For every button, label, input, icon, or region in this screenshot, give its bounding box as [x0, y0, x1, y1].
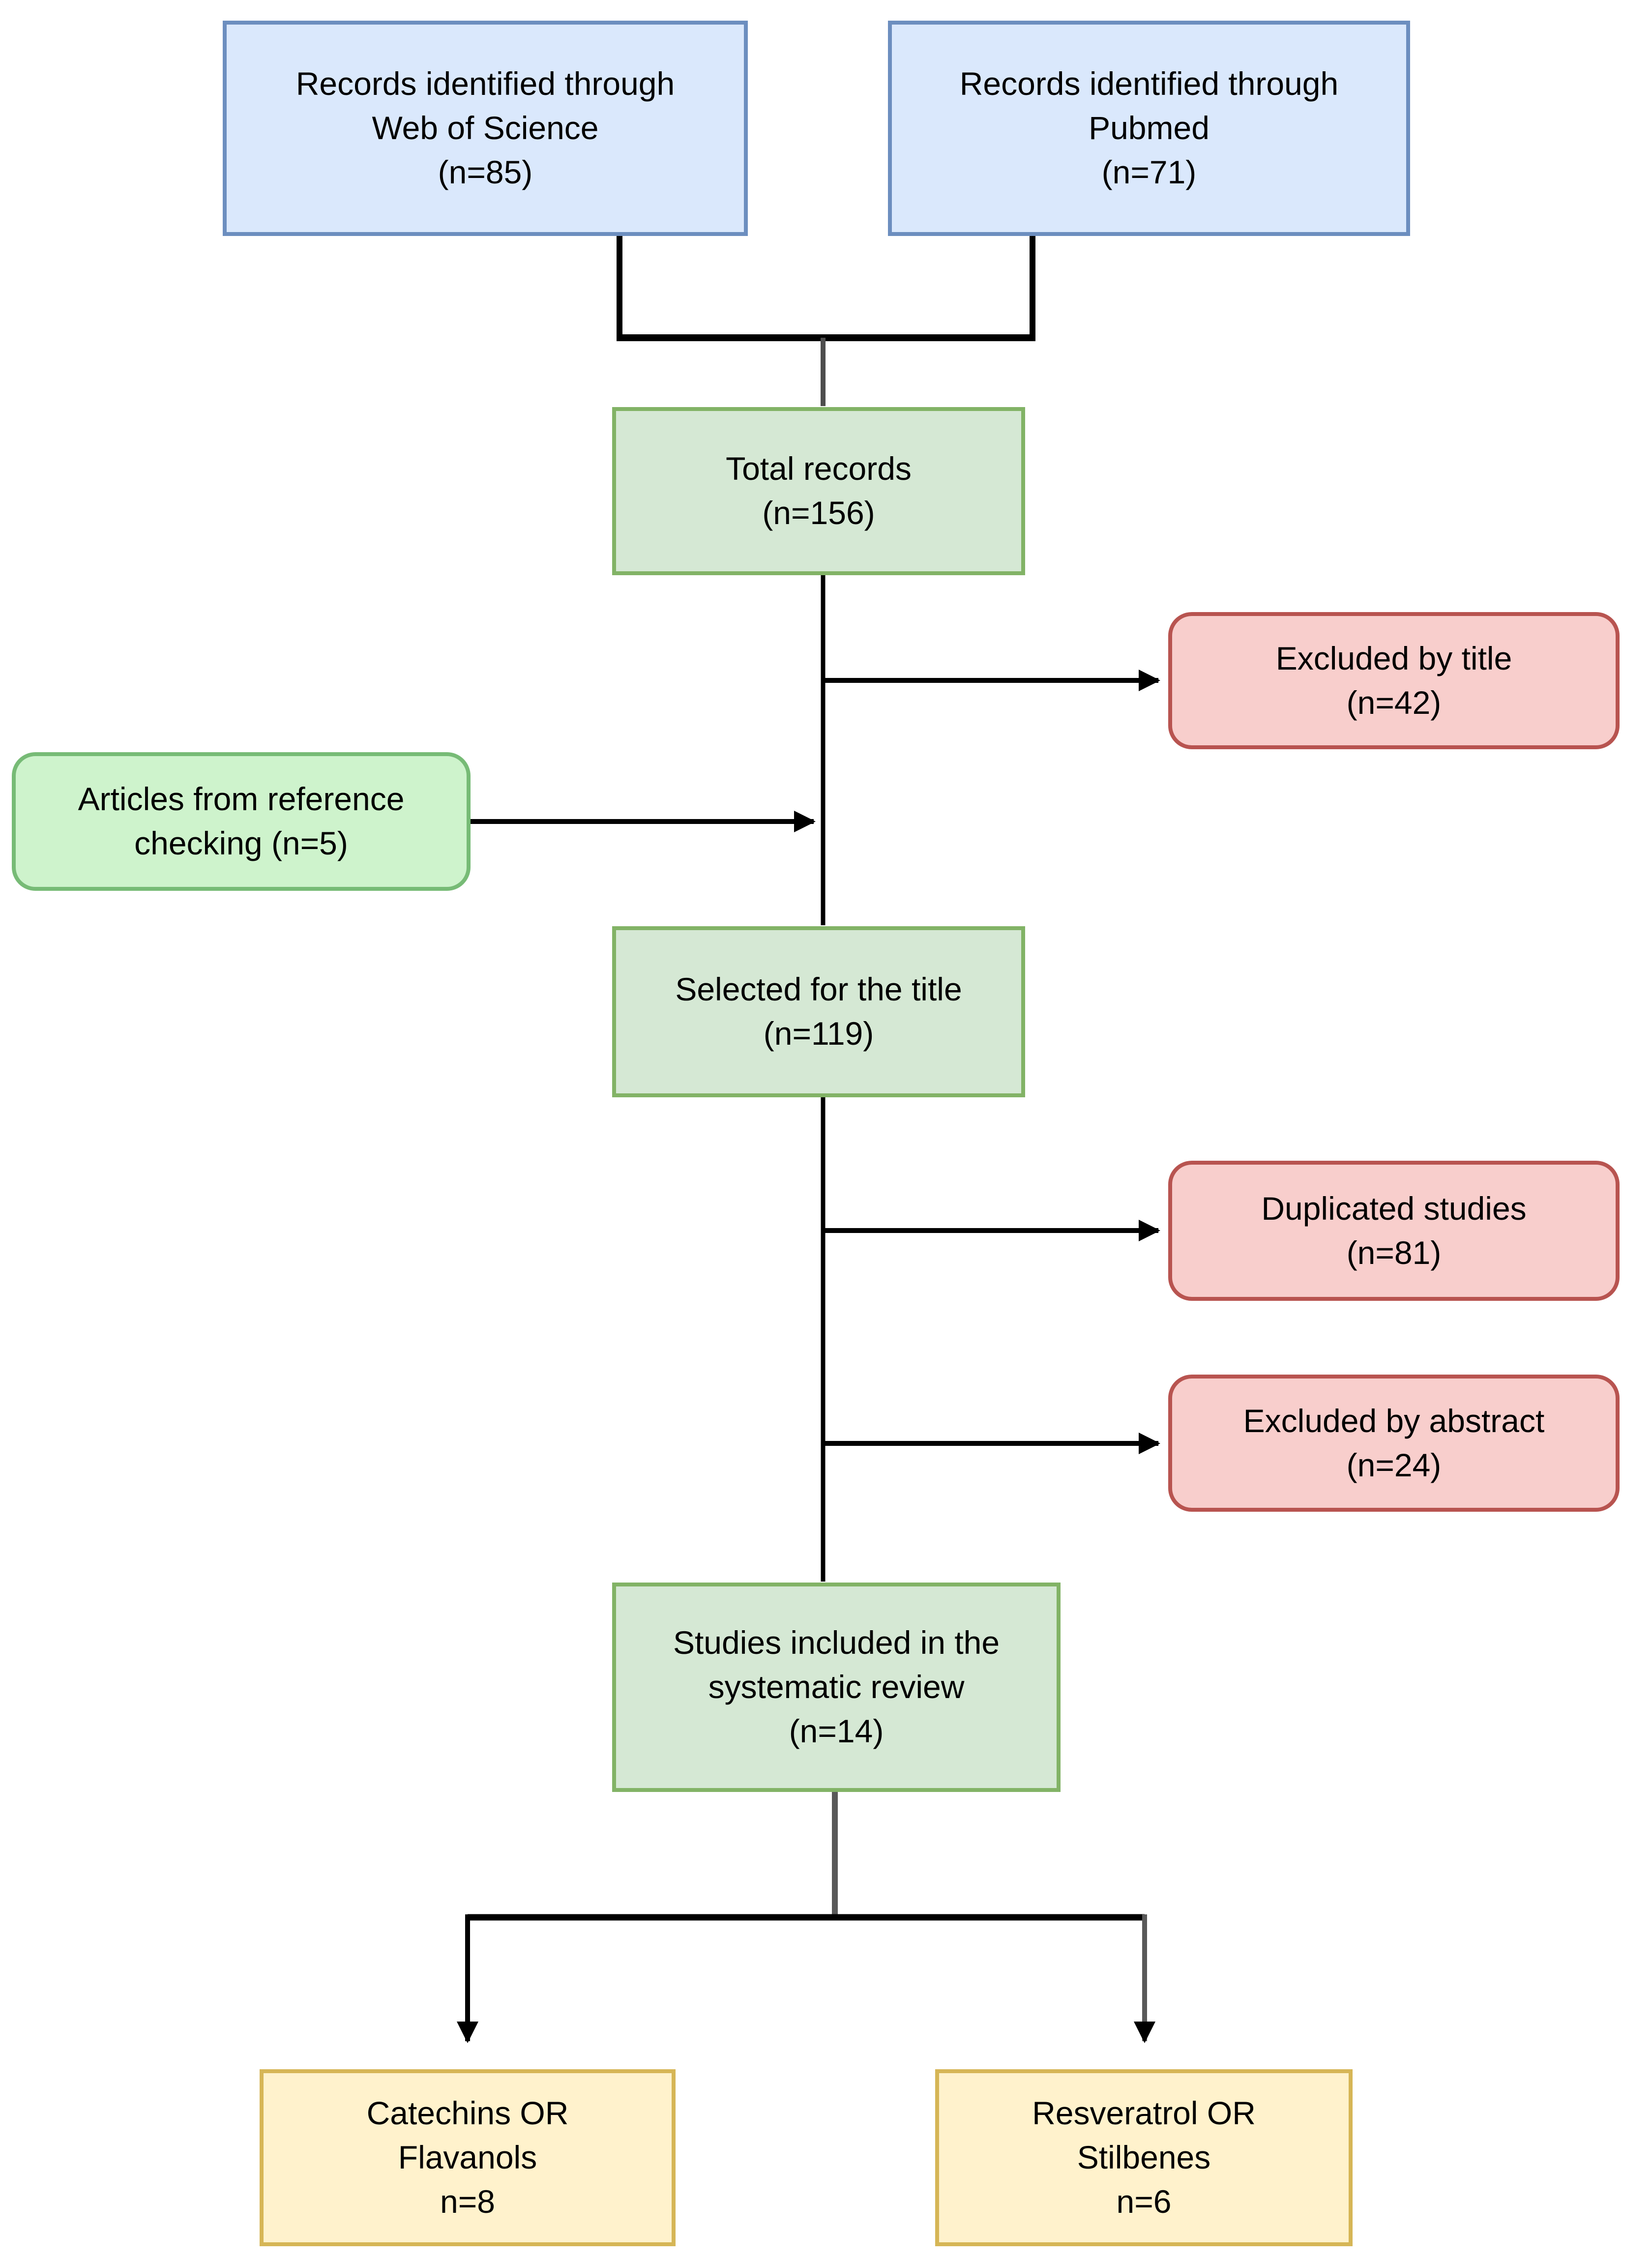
node-resveratrol-stilbenes: Resveratrol OR Stilbenes n=6 [935, 2069, 1353, 2246]
node-articles-reference-checking-label: Articles from reference checking (n=5) [78, 781, 405, 861]
node-excluded-by-abstract: Excluded by abstract (n=24) [1168, 1375, 1620, 1512]
node-selected-for-title: Selected for the title (n=119) [612, 926, 1025, 1097]
node-duplicated-studies: Duplicated studies (n=81) [1168, 1161, 1620, 1301]
node-catechins-flavanols: Catechins OR Flavanols n=8 [260, 2069, 676, 2246]
node-records-pubmed: Records identified through Pubmed (n=71) [888, 21, 1410, 236]
node-resveratrol-stilbenes-label: Resveratrol OR Stilbenes n=6 [1032, 2095, 1256, 2220]
node-records-web-of-science: Records identified through Web of Scienc… [223, 21, 748, 236]
node-records-web-of-science-label: Records identified through Web of Scienc… [295, 65, 675, 190]
node-excluded-by-title: Excluded by title (n=42) [1168, 612, 1620, 749]
node-records-pubmed-label: Records identified through Pubmed (n=71) [959, 65, 1339, 190]
node-catechins-flavanols-label: Catechins OR Flavanols n=8 [366, 2095, 569, 2220]
node-excluded-by-abstract-label: Excluded by abstract (n=24) [1243, 1402, 1545, 1483]
node-total-records-label: Total records (n=156) [726, 450, 912, 531]
node-total-records: Total records (n=156) [612, 407, 1025, 575]
node-selected-for-title-label: Selected for the title (n=119) [675, 971, 962, 1052]
node-duplicated-studies-label: Duplicated studies (n=81) [1261, 1190, 1527, 1271]
node-excluded-by-title-label: Excluded by title (n=42) [1275, 640, 1512, 721]
node-articles-reference-checking: Articles from reference checking (n=5) [12, 752, 471, 891]
node-studies-included: Studies included in the systematic revie… [612, 1583, 1061, 1792]
node-studies-included-label: Studies included in the systematic revie… [673, 1624, 1000, 1749]
